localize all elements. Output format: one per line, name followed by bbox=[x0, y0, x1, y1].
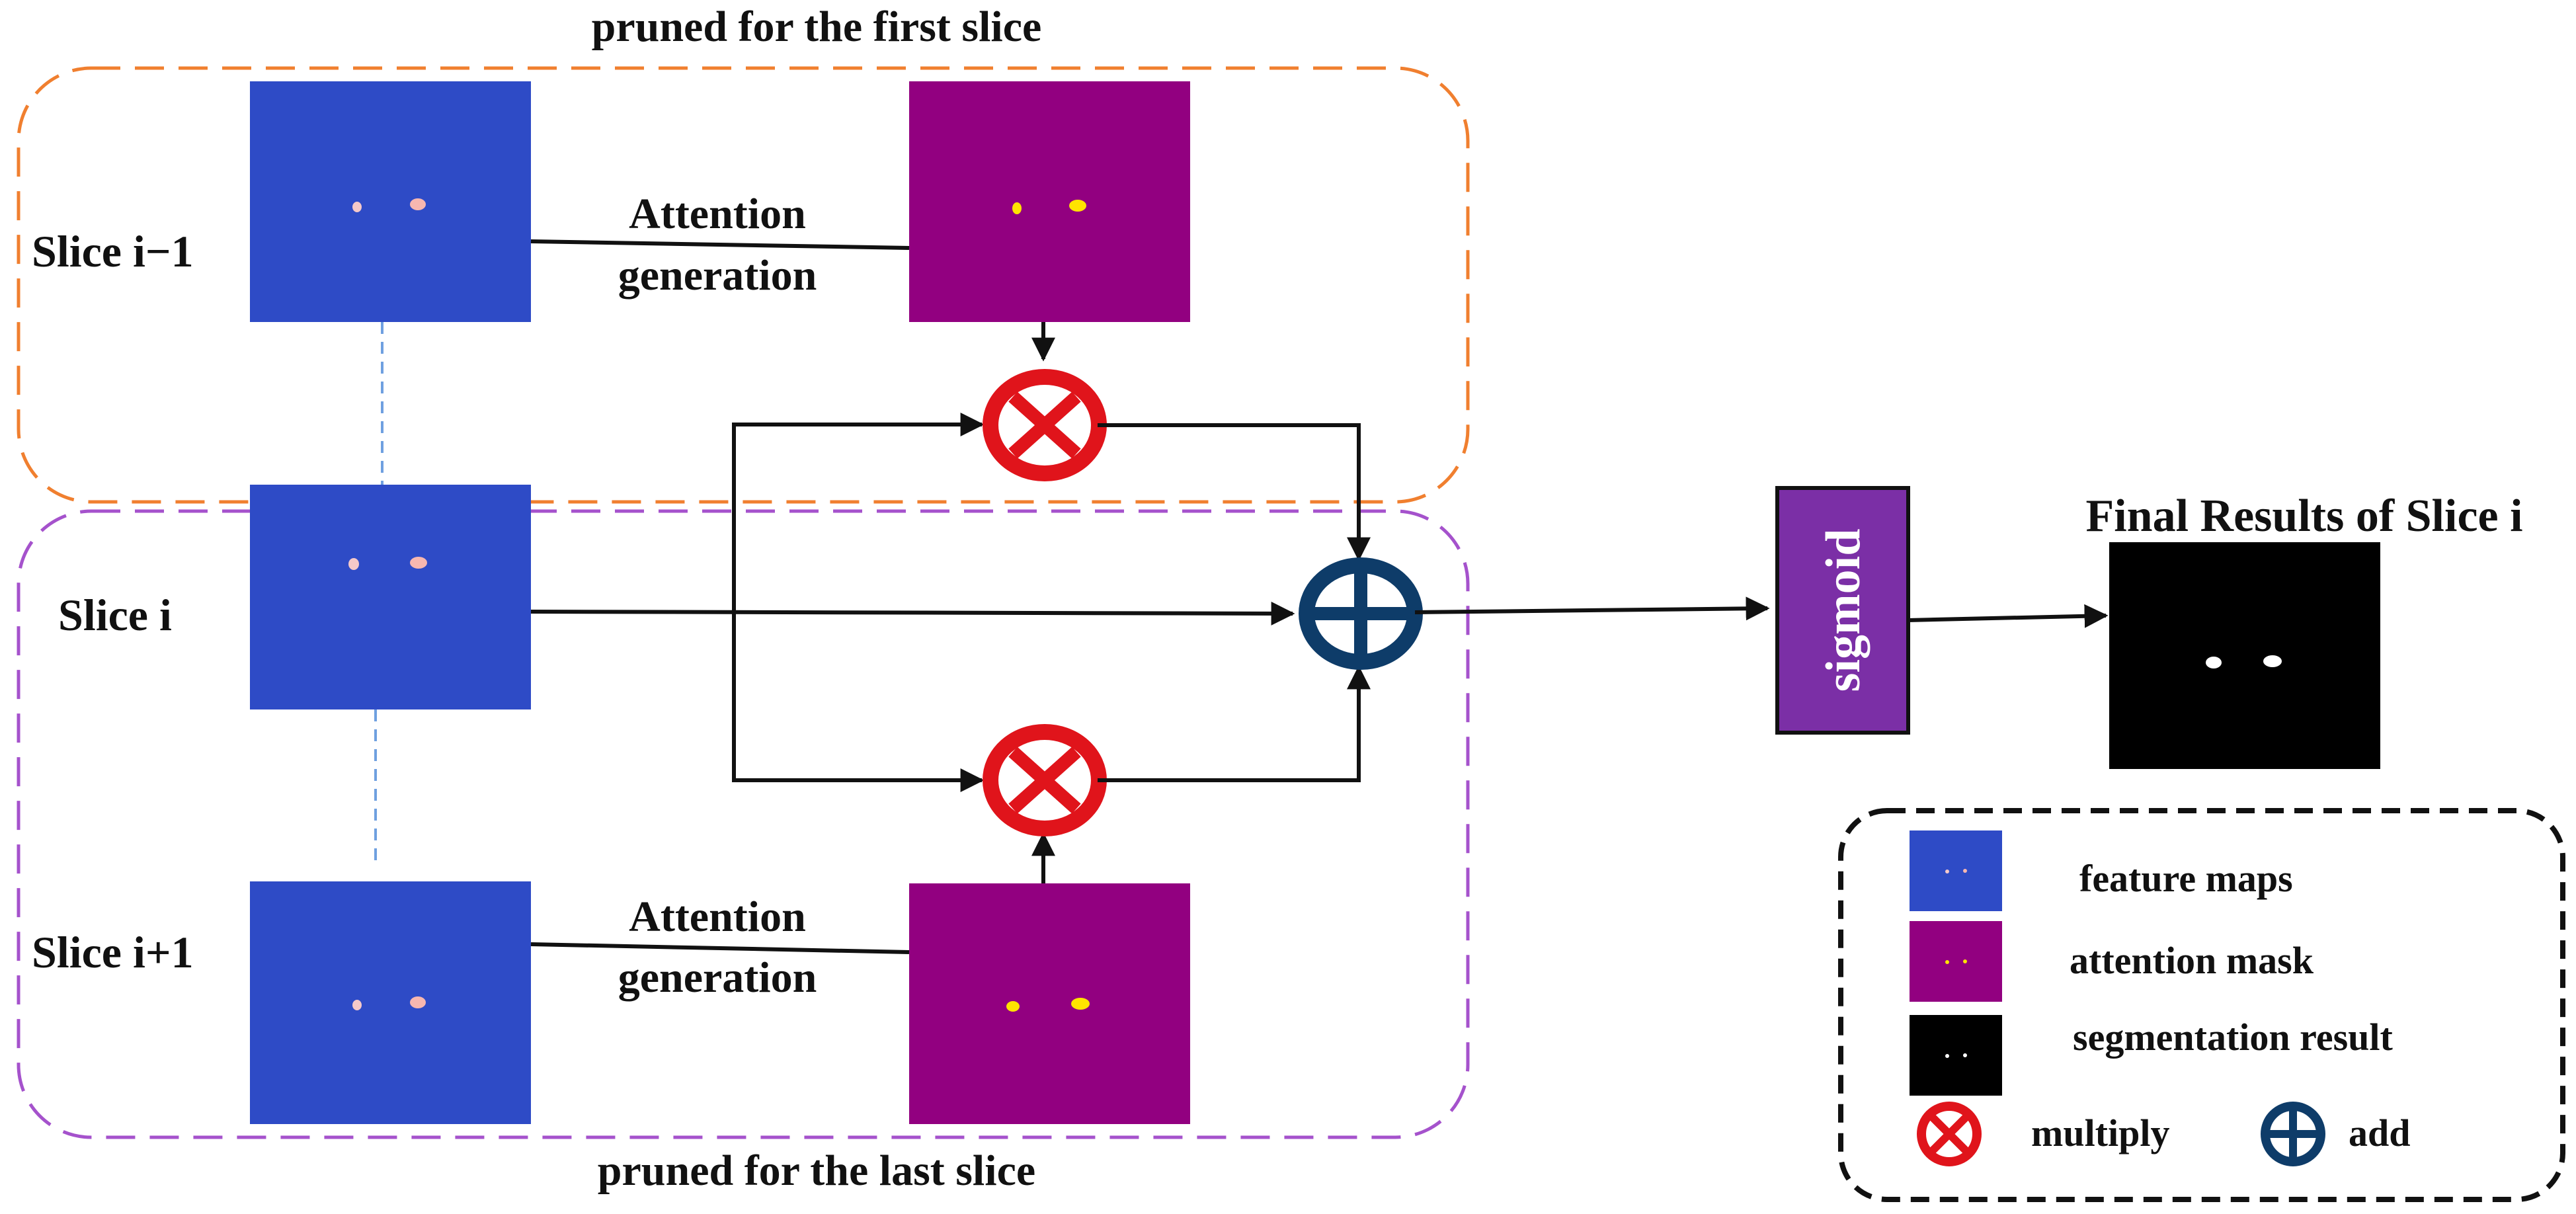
add-node bbox=[1299, 557, 1423, 670]
last-slice-group-box bbox=[17, 509, 1470, 1139]
legend-feature-maps-swatch bbox=[1910, 830, 2002, 911]
attention-mask-slice-next bbox=[909, 883, 1190, 1124]
legend-multiply-icon bbox=[1917, 1102, 1982, 1166]
first-slice-group-label: pruned for the first slice bbox=[592, 3, 1042, 51]
feature-map-slice-current bbox=[250, 485, 531, 709]
attention-line-bottom bbox=[530, 942, 910, 954]
final-results-title: Final Results of Slice i bbox=[2085, 491, 2522, 542]
legend-add-label: add bbox=[2349, 1112, 2411, 1154]
legend-add-icon bbox=[2261, 1102, 2325, 1166]
branch-to-multiply-bottom bbox=[732, 604, 985, 792]
attention-mask-slice-prev bbox=[909, 81, 1190, 322]
feature-map-slice-prev bbox=[250, 81, 531, 322]
legend-segmentation-swatch bbox=[1910, 1015, 2002, 1096]
slice-prev-label: Slice i−1 bbox=[32, 226, 194, 276]
slice-next-label: Slice i+1 bbox=[32, 927, 194, 977]
add-to-sigmoid-arrow bbox=[1414, 596, 1770, 621]
branch-to-multiply-top bbox=[732, 413, 985, 604]
attention-label-bottom-line1: Attention bbox=[629, 893, 806, 941]
legend-multiply-label: multiply bbox=[2031, 1112, 2170, 1154]
attention-label-top-line2: generation bbox=[618, 251, 817, 300]
multiply-top-to-add-arrow bbox=[1098, 423, 1371, 561]
sigmoid-label: sigmoid bbox=[1816, 529, 1871, 692]
segmentation-result-image bbox=[2109, 542, 2380, 769]
last-slice-group-label: pruned for the last slice bbox=[598, 1147, 1035, 1195]
attention-line-top bbox=[530, 239, 910, 250]
sigmoid-block: sigmoid bbox=[1775, 486, 1910, 735]
slice-current-to-add-arrow bbox=[530, 601, 1295, 626]
first-slice-group-box bbox=[17, 66, 1470, 504]
multiply-bottom-to-add-arrow bbox=[1098, 665, 1371, 782]
legend-feature-maps-label: feature maps bbox=[2079, 857, 2293, 900]
multiply-node-top bbox=[983, 369, 1107, 481]
legend: feature maps attention mask segmentation… bbox=[1838, 808, 2565, 1202]
legend-attention-mask-label: attention mask bbox=[2070, 939, 2314, 982]
attention-label-top-line1: Attention bbox=[629, 190, 806, 238]
attention-label-bottom-line2: generation bbox=[618, 953, 817, 1002]
feature-map-slice-next bbox=[250, 881, 531, 1124]
slice-current-label: Slice i bbox=[58, 590, 172, 640]
legend-segmentation-label: segmentation result bbox=[2073, 1016, 2394, 1059]
legend-attention-mask-swatch bbox=[1910, 921, 2002, 1002]
multiply-node-bottom bbox=[983, 724, 1107, 836]
sigmoid-to-result-arrow bbox=[1908, 604, 2109, 628]
